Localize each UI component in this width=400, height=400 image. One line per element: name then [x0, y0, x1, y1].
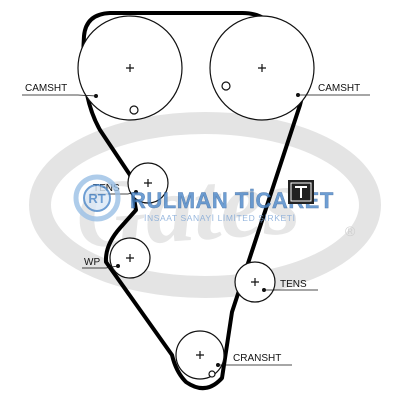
leader-lines [22, 93, 370, 367]
label-wp: WP [84, 257, 100, 268]
label-cransht: CRANSHT [233, 353, 281, 364]
leader-dot [215, 362, 220, 367]
leader-wp [82, 265, 119, 269]
dark-square-badge-icon [288, 180, 314, 204]
timing-mark-icon [129, 105, 139, 115]
plus-mark-icon [126, 64, 134, 72]
camshaft-pulley-left [77, 15, 183, 121]
plus-mark-icon [144, 179, 152, 187]
timing-mark-icon [221, 81, 231, 91]
plus-mark-icon [251, 278, 259, 286]
leader-dot [94, 94, 99, 99]
leader-dot [133, 189, 138, 194]
plus-mark-icon [258, 64, 266, 72]
svg-text:RT: RT [88, 191, 105, 206]
water-pump-pulley [109, 237, 151, 279]
tensioner-upper [127, 162, 169, 204]
label-tens-lower: TENS [280, 279, 307, 290]
label-camsht-left: CAMSHT [25, 83, 67, 94]
timing-mark-icon [208, 370, 216, 378]
camshaft-pulley-right [209, 15, 315, 121]
leader-camsht-left [22, 94, 97, 97]
plus-mark-icon [126, 254, 134, 262]
watermark-registered-mark: ® [345, 223, 356, 239]
leader-dot [261, 287, 266, 292]
bearing-logo-icon: RT [73, 174, 121, 222]
brand-subtitle: İNSAAT SANAYİ LİMİTED ŞİRKETİ [144, 213, 296, 223]
label-camsht-right: CAMSHT [318, 83, 360, 94]
crankshaft-pulley [175, 330, 225, 380]
watermark-ellipse-outer [29, 112, 381, 298]
leader-dot [116, 263, 121, 268]
plus-mark-icon [196, 351, 204, 359]
tensioner-lower [234, 261, 276, 303]
leader-dot [295, 93, 300, 98]
